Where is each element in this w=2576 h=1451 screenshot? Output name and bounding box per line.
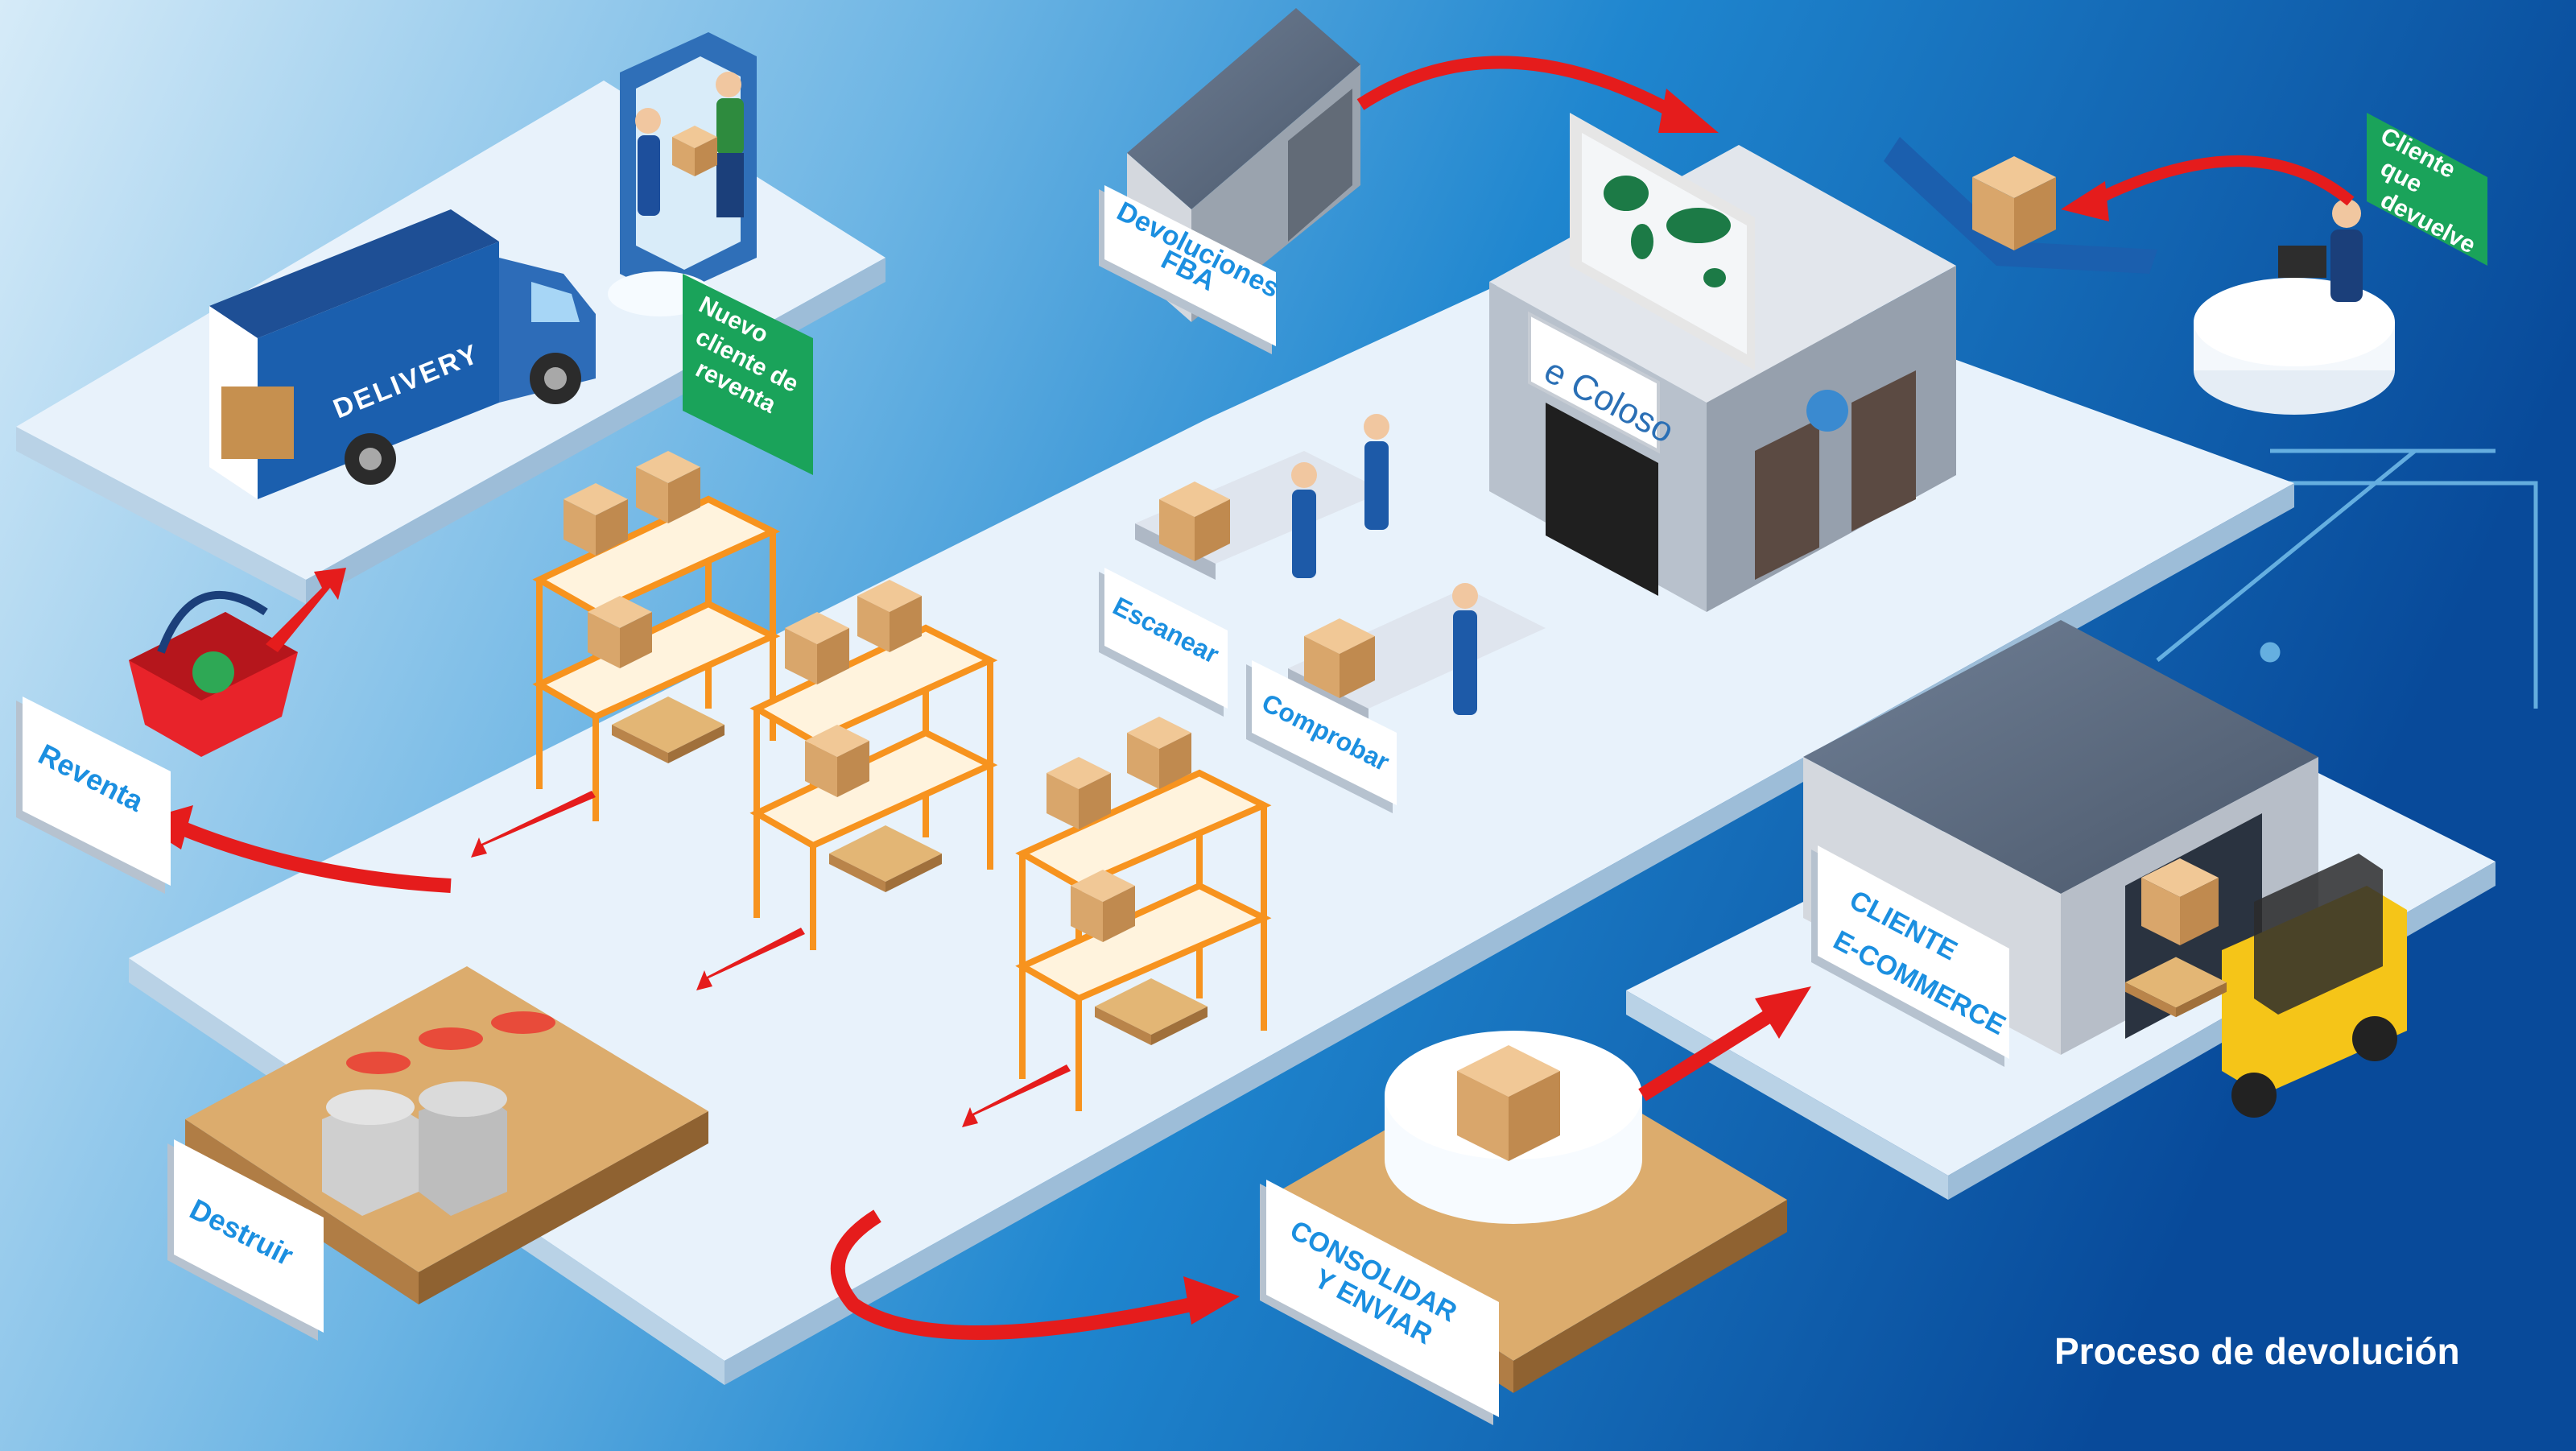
arrow-fba-to-warehouse xyxy=(1356,56,1678,119)
sign-cliente-ecommerce: CLIENTE E-COMMERCE xyxy=(1811,845,2011,1067)
arrow-to-ecommerce xyxy=(1638,1008,1775,1102)
sign-nuevo-cliente-reventa: Nuevo cliente de reventa xyxy=(683,274,813,475)
arrow-to-reventa xyxy=(182,822,452,893)
shelf-1: shelf-icon xyxy=(532,495,781,821)
shelf-arrows xyxy=(471,791,1071,1127)
arrow-to-consolidar xyxy=(830,1209,1193,1340)
arrowhead-consolidar xyxy=(1183,1276,1240,1325)
scan-table xyxy=(1135,414,1389,580)
trash-can-icon xyxy=(322,1081,507,1216)
delivery-truck: truck-icon DELIVERY xyxy=(209,209,596,499)
shopping-basket: basket-icon xyxy=(129,568,346,757)
door-delivery-scene xyxy=(608,32,757,316)
world-map-icon xyxy=(1604,176,1731,287)
footer-title: Proceso de devolución xyxy=(2054,1330,2460,1372)
circuit-lines xyxy=(2156,449,2538,709)
sign-destruir: Destruir xyxy=(167,1139,324,1341)
main-warehouse: e Coloso xyxy=(1489,113,1956,612)
shelf-2 xyxy=(749,624,998,950)
returning-customer xyxy=(1884,137,2395,415)
shelf-3 xyxy=(1015,769,1272,1111)
arrowhead-fba xyxy=(1658,89,1719,133)
sign-reventa: Reventa xyxy=(16,697,171,894)
shoe-icon xyxy=(346,1011,555,1074)
arrowhead-ecommerce xyxy=(1755,986,1811,1039)
floating-phone xyxy=(1884,137,2157,274)
forklift: forklift-icon xyxy=(2125,854,2407,1118)
